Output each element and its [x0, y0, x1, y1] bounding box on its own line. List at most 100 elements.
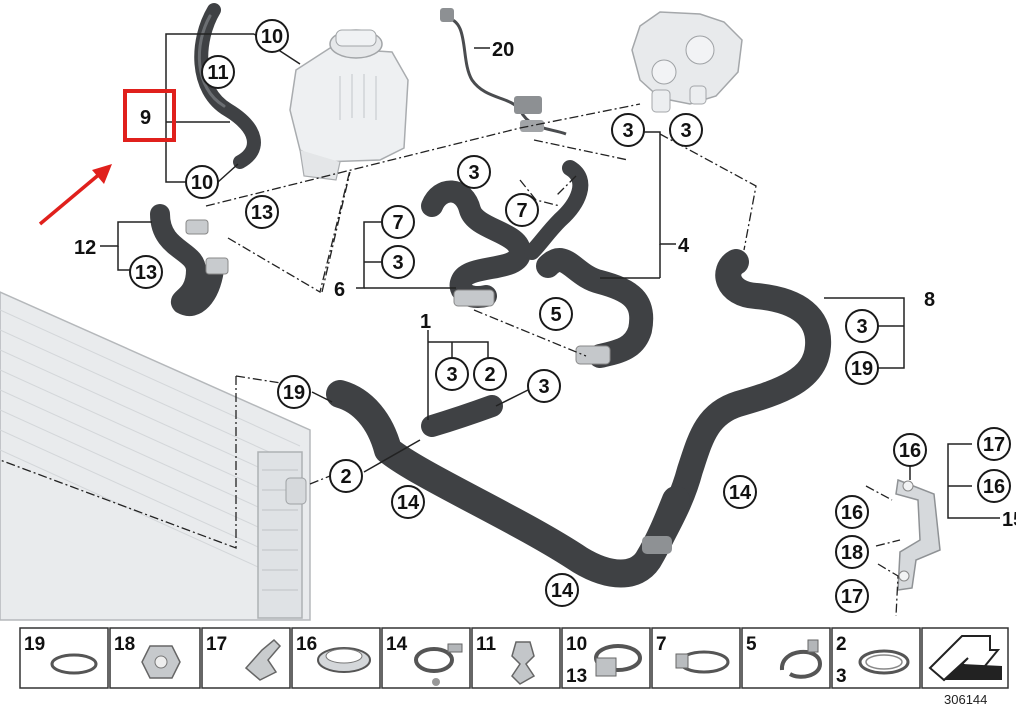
callout-14-left: 14	[391, 485, 425, 519]
svg-text:19: 19	[24, 634, 45, 655]
callout-2-left: 2	[329, 459, 363, 493]
callout-17-right: 17	[977, 427, 1011, 461]
callout-17-left: 17	[835, 579, 869, 613]
svg-text:10: 10	[566, 634, 587, 655]
hose-clamp-icon	[50, 653, 98, 675]
callout-7-left: 7	[381, 205, 415, 239]
part-cell-19: 19	[19, 627, 109, 689]
callout-16-top: 16	[893, 433, 927, 467]
thermostat-housing-icon	[631, 11, 743, 113]
svg-text:2: 2	[340, 466, 351, 488]
svg-text:14: 14	[386, 634, 408, 655]
leader-lines	[100, 33, 1000, 519]
spring-band-clamp-icon	[675, 650, 730, 674]
bracket-icon	[895, 478, 941, 591]
part-cell-14: 14	[381, 627, 471, 689]
holder-clip-icon	[511, 641, 536, 685]
callout-3-hose14: 3	[527, 369, 561, 403]
callout-11: 11	[201, 55, 235, 89]
svg-text:3: 3	[622, 120, 633, 142]
callout-3-group1: 3	[435, 357, 469, 391]
part-cell-10-13: 10 13	[561, 627, 651, 689]
hose-5	[536, 248, 654, 368]
svg-text:3: 3	[392, 252, 403, 274]
svg-text:14: 14	[551, 580, 574, 602]
svg-text:2: 2	[484, 364, 495, 386]
clip-icon	[244, 638, 282, 681]
callout-3-tank: 3	[457, 155, 491, 189]
svg-text:3: 3	[680, 120, 691, 142]
label-1: 1	[420, 311, 431, 333]
hose-6	[421, 180, 531, 308]
callout-14-right: 14	[723, 475, 757, 509]
svg-text:3: 3	[856, 316, 867, 338]
svg-text:13: 13	[251, 202, 273, 224]
svg-text:16: 16	[899, 440, 921, 462]
arrow-icon	[38, 164, 112, 226]
svg-text:7: 7	[516, 200, 527, 222]
label-8: 8	[924, 289, 935, 311]
svg-text:7: 7	[392, 212, 403, 234]
label-9: 9	[140, 107, 151, 129]
svg-text:17: 17	[841, 586, 863, 608]
svg-text:2: 2	[836, 634, 847, 655]
part-cell-2-3: 2 3	[831, 627, 921, 689]
part-cell-arrow	[921, 627, 1009, 689]
callout-3-group8: 3	[845, 309, 879, 343]
o-ring-clamp-icon	[858, 649, 910, 675]
svg-text:5: 5	[746, 634, 757, 655]
svg-text:19: 19	[851, 358, 873, 380]
callout-2-group1: 2	[473, 357, 507, 391]
svg-text:18: 18	[841, 542, 863, 564]
svg-text:16: 16	[296, 634, 317, 655]
part-cell-17: 17	[201, 627, 291, 689]
callout-10-bottom: 10	[185, 165, 219, 199]
part-cell-11: 11	[471, 627, 561, 689]
svg-text:17: 17	[983, 434, 1005, 456]
svg-text:18: 18	[114, 634, 135, 655]
clamp-ring-icon	[780, 639, 823, 679]
callout-10-top: 10	[255, 19, 289, 53]
svg-text:5: 5	[550, 304, 561, 326]
label-15: 15	[1002, 509, 1016, 531]
part-cell-7: 7	[651, 627, 741, 689]
svg-text:11: 11	[476, 634, 497, 655]
svg-text:3: 3	[468, 162, 479, 184]
label-20: 20	[492, 39, 514, 61]
callout-3-upper-left: 3	[611, 113, 645, 147]
callout-19-group8: 19	[845, 351, 879, 385]
reference-number: 306144	[944, 692, 987, 707]
callout-3-group6: 3	[381, 245, 415, 279]
callout-13-bottom: 13	[129, 255, 163, 289]
band-clamp-icon	[317, 647, 371, 673]
hose-14	[326, 380, 690, 588]
parts-strip: 19 18 17 16	[19, 627, 1009, 689]
svg-text:14: 14	[729, 482, 752, 504]
svg-text:7: 7	[656, 634, 667, 655]
svg-text:19: 19	[283, 382, 305, 404]
hose-7	[524, 160, 589, 260]
radiator-icon	[0, 291, 311, 621]
svg-text:17: 17	[206, 634, 227, 655]
svg-text:10: 10	[261, 26, 283, 48]
expansion-tank-icon	[289, 29, 409, 181]
callout-5: 5	[539, 297, 573, 331]
label-12: 12	[74, 237, 96, 259]
svg-text:13: 13	[135, 262, 157, 284]
callout-7-right: 7	[505, 193, 539, 227]
callout-19-left: 19	[277, 375, 311, 409]
highlight-box	[123, 89, 176, 142]
svg-text:3: 3	[836, 666, 847, 687]
callout-14-bottom: 14	[545, 573, 579, 607]
callout-13-top: 13	[245, 195, 279, 229]
svg-text:13: 13	[566, 666, 587, 687]
sensor-wire-icon	[440, 8, 567, 136]
nut-icon	[141, 645, 181, 679]
callout-16-left: 16	[835, 495, 869, 529]
callout-16-right: 16	[977, 469, 1011, 503]
part-cell-16: 16	[291, 627, 381, 689]
label-6: 6	[334, 279, 345, 301]
hose-11	[194, 3, 261, 169]
hose-8	[647, 249, 832, 553]
